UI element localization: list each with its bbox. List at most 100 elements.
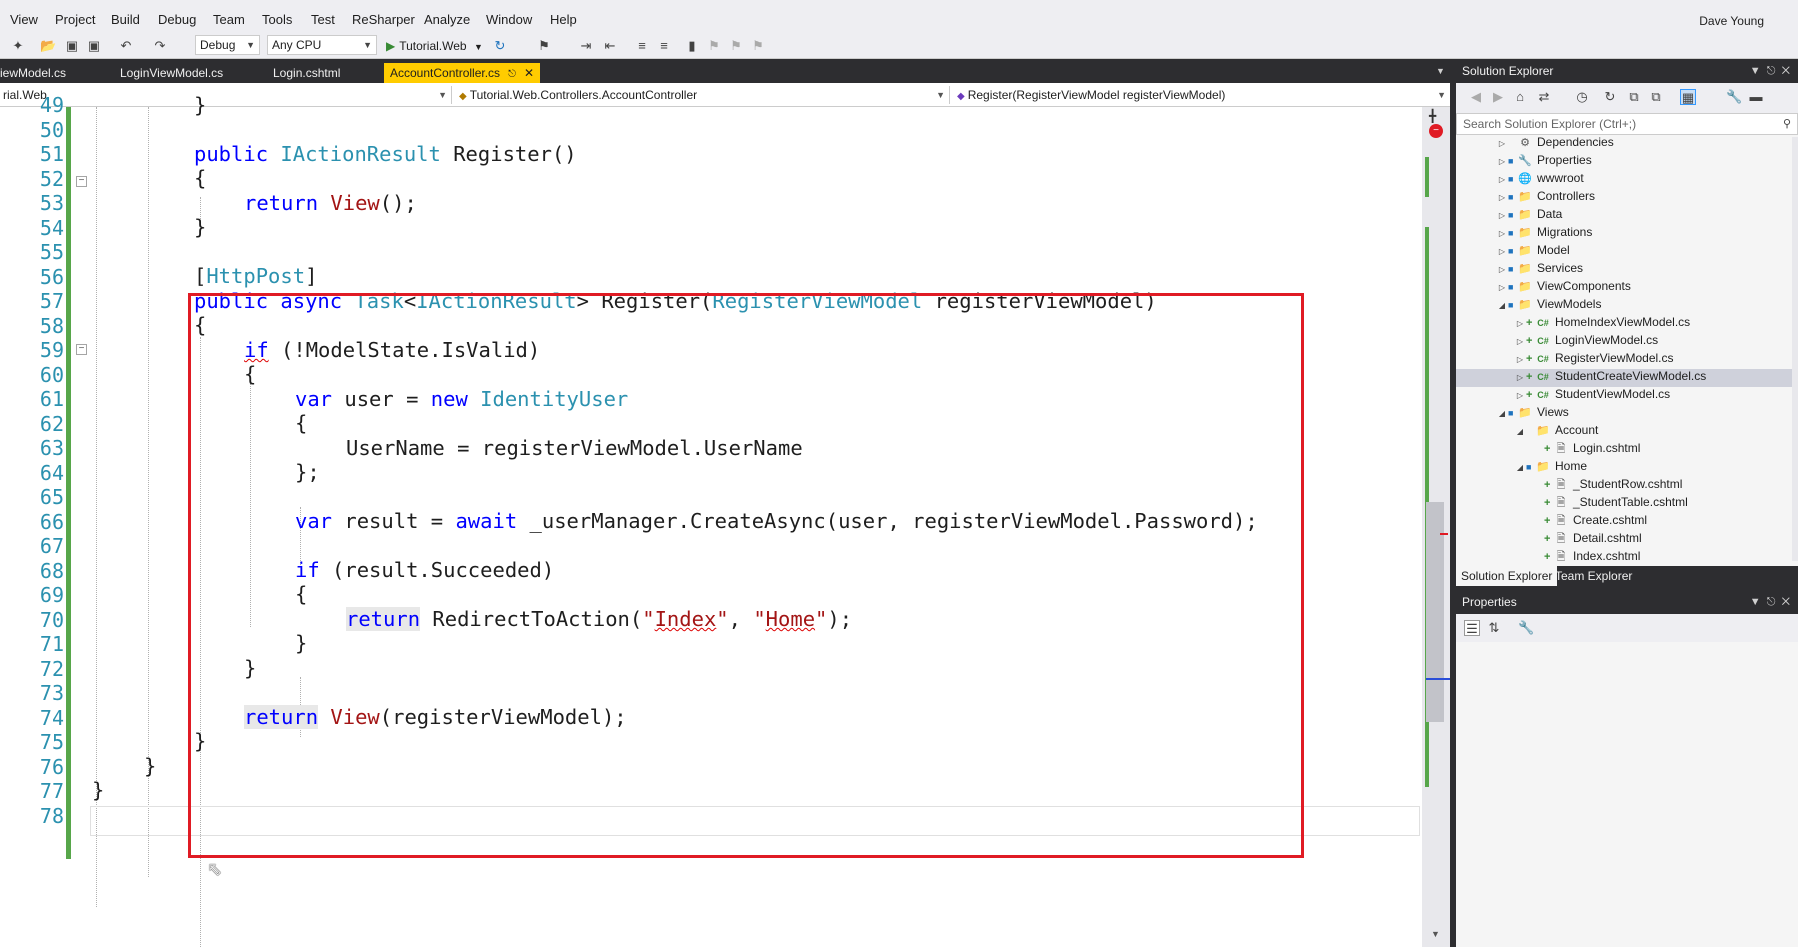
sort-alpha-icon[interactable]: ⇅ — [1488, 620, 1500, 635]
configuration-select[interactable]: Debug ▼ — [195, 35, 260, 55]
expand-arrow-icon[interactable]: ▷ — [1516, 355, 1524, 364]
expand-arrow-icon[interactable]: ▷ — [1498, 247, 1506, 256]
menu-tools[interactable]: Tools — [262, 12, 293, 27]
expand-arrow-icon[interactable]: ▷ — [1516, 391, 1524, 400]
save-icon[interactable]: ▣ — [65, 38, 79, 53]
project-dropdown[interactable]: rial.Web ▼ — [0, 86, 452, 104]
scrollbar-thumb[interactable] — [1426, 502, 1444, 722]
expand-arrow-icon[interactable]: ▷ — [1516, 373, 1524, 382]
redo-icon[interactable]: ↷ — [154, 38, 166, 53]
tab-login-cshtml[interactable]: Login.cshtml — [273, 66, 341, 80]
close-icon[interactable]: ✕ — [523, 66, 535, 80]
expand-arrow-icon[interactable]: ▷ — [1516, 337, 1524, 346]
expand-arrow-icon[interactable]: ◢ — [1498, 301, 1506, 310]
start-debugging-button[interactable]: ▶Tutorial.Web ▼ — [386, 36, 483, 56]
preview-icon[interactable]: ▬ — [1749, 89, 1763, 104]
expand-arrow-icon[interactable]: ◢ — [1516, 463, 1524, 472]
prev-bookmark-icon[interactable]: ⚑ — [708, 38, 720, 53]
bookmark-icon[interactable]: ▮ — [688, 38, 696, 53]
copy-icon[interactable]: ⧉ — [1651, 89, 1661, 104]
tree-item[interactable]: +🗎_StudentTable.cshtml — [1532, 493, 1688, 511]
menu-resharper[interactable]: ReSharper — [352, 12, 415, 27]
open-file-icon[interactable]: 📂 — [40, 38, 57, 53]
undo-icon[interactable]: ↶ — [120, 38, 132, 53]
expand-arrow-icon[interactable]: ▷ — [1498, 229, 1506, 238]
tab-loginviewmodel[interactable]: LoginViewModel.cs — [120, 66, 224, 80]
tree-item[interactable]: +🗎Create.cshtml — [1532, 511, 1647, 529]
expand-arrow-icon[interactable]: ▷ — [1498, 175, 1506, 184]
tree-item[interactable]: ▷+C#RegisterViewModel.cs — [1514, 349, 1674, 367]
menu-analyze[interactable]: Analyze — [424, 12, 471, 27]
expand-arrow-icon[interactable]: ▷ — [1498, 211, 1506, 220]
expand-arrow-icon[interactable]: ▷ — [1498, 193, 1506, 202]
tree-item[interactable]: ◢■📁Home — [1514, 457, 1587, 475]
tree-item[interactable]: +🗎Login.cshtml — [1532, 439, 1640, 457]
forward-icon[interactable]: ▶ — [1493, 89, 1503, 104]
menu-test[interactable]: Test — [311, 12, 335, 27]
tree-item[interactable]: ▷⚙Dependencies — [1496, 133, 1614, 151]
tree-item[interactable]: ▷■🔧Properties — [1496, 151, 1592, 169]
expand-arrow-icon[interactable]: ▷ — [1498, 265, 1506, 274]
wrench-icon[interactable]: 🔧 — [1726, 89, 1743, 104]
refresh-icon[interactable]: ↻ — [494, 38, 506, 53]
collapse-all-icon[interactable]: ⧉ — [1629, 89, 1639, 104]
panel-controls[interactable]: ▼ ⎋ ✕ — [1749, 596, 1790, 608]
home-icon[interactable]: ⌂ — [1516, 89, 1524, 104]
history-icon[interactable]: ◷ — [1576, 89, 1588, 104]
tree-item[interactable]: ▷■📁Data — [1496, 205, 1562, 223]
chevron-down-icon[interactable]: ▼ — [1436, 66, 1445, 76]
tree-item[interactable]: ▷■📁ViewComponents — [1496, 277, 1631, 295]
tree-item[interactable]: ◢■📁Views — [1496, 403, 1569, 421]
step-icon[interactable]: ⇥ — [580, 38, 592, 53]
expand-arrow-icon[interactable]: ▷ — [1498, 139, 1506, 148]
menu-view[interactable]: View — [10, 12, 38, 27]
menu-window[interactable]: Window — [486, 12, 533, 27]
tree-item[interactable]: ▷+C#StudentViewModel.cs — [1514, 385, 1670, 403]
tree-item[interactable]: ◢■📁ViewModels — [1496, 295, 1602, 313]
expand-arrow-icon[interactable]: ▷ — [1498, 283, 1506, 292]
tree-item[interactable]: ▷■📁Services — [1496, 259, 1583, 277]
collapse-icon[interactable]: − — [76, 344, 87, 355]
collapse-icon[interactable]: − — [76, 176, 87, 187]
back-icon[interactable]: ◀ — [1471, 89, 1481, 104]
split-icon[interactable]: ╋ — [1429, 109, 1437, 123]
tree-item[interactable]: ▷■📁Migrations — [1496, 223, 1592, 241]
menu-project[interactable]: Project — [55, 12, 96, 27]
clear-bookmarks-icon[interactable]: ⚑ — [752, 38, 764, 53]
tree-item[interactable]: ▷+C#LoginViewModel.cs — [1514, 331, 1658, 349]
tree-item[interactable]: +🗎Detail.cshtml — [1532, 529, 1642, 547]
categorized-icon[interactable]: ☰ — [1464, 620, 1480, 636]
expand-arrow-icon[interactable]: ◢ — [1498, 409, 1506, 418]
expand-arrow-icon[interactable]: ▷ — [1498, 157, 1506, 166]
refresh-icon[interactable]: ↻ — [1604, 89, 1616, 104]
tree-item[interactable]: ▷■📁Model — [1496, 241, 1570, 259]
sync-icon[interactable]: ⇄ — [1538, 89, 1550, 104]
find-icon[interactable]: ⚑ — [538, 38, 550, 53]
member-dropdown[interactable]: ◆Register(RegisterViewModel registerView… — [954, 86, 1450, 104]
comment-icon[interactable]: ≡ — [638, 38, 646, 53]
panel-controls[interactable]: ▼ ⎋ ✕ — [1749, 65, 1790, 77]
tree-item[interactable]: ◢📁Account — [1514, 421, 1598, 439]
search-icon[interactable]: ⚲ — [1782, 118, 1791, 130]
tree-item[interactable]: ▷■📁Controllers — [1496, 187, 1595, 205]
tree-item[interactable]: ▷+C#StudentCreateViewModel.cs — [1514, 367, 1706, 385]
class-dropdown[interactable]: ◆Tutorial.Web.Controllers.AccountControl… — [456, 86, 950, 104]
save-all-icon[interactable]: ▣ — [87, 38, 101, 53]
editor-scrollbar[interactable]: ╋ − ▼ — [1422, 107, 1450, 947]
menu-team[interactable]: Team — [213, 12, 245, 27]
tab-team-explorer[interactable]: Team Explorer — [1555, 569, 1633, 583]
tree-item[interactable]: ▷+C#HomeIndexViewModel.cs — [1514, 313, 1690, 331]
expand-arrow-icon[interactable]: ◢ — [1516, 427, 1524, 436]
tab-viewmodel[interactable]: iewModel.cs — [0, 66, 67, 80]
expand-arrow-icon[interactable]: ▷ — [1516, 319, 1524, 328]
menu-help[interactable]: Help — [550, 12, 577, 27]
scroll-down-icon[interactable]: ▼ — [1431, 929, 1440, 939]
uncomment-icon[interactable]: ≡ — [660, 38, 668, 53]
platform-select[interactable]: Any CPU ▼ — [267, 35, 377, 55]
tab-solution-explorer[interactable]: Solution Explorer — [1456, 566, 1558, 586]
tree-item[interactable]: +🗎_StudentRow.cshtml — [1532, 475, 1682, 493]
menu-debug[interactable]: Debug — [158, 12, 197, 27]
tree-item[interactable]: ▷■🌐wwwroot — [1496, 169, 1584, 187]
menu-build[interactable]: Build — [111, 12, 140, 27]
pin-icon[interactable]: ⎋ — [508, 69, 516, 80]
